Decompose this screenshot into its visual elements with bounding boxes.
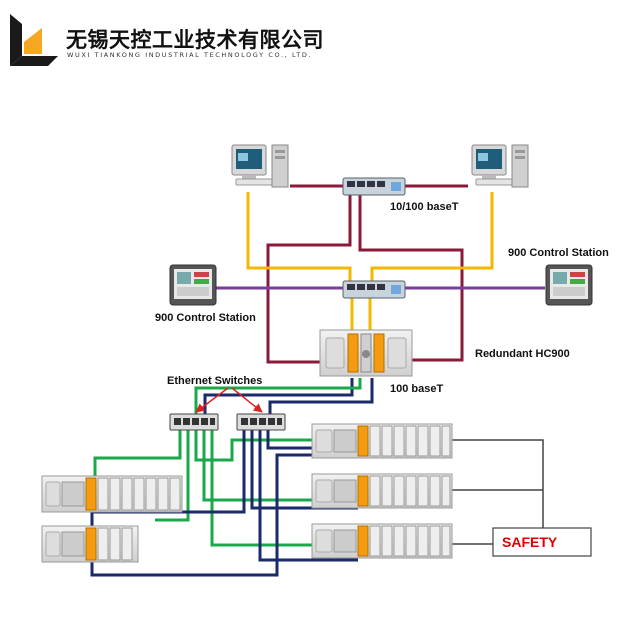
label-safety: SAFETY (502, 534, 558, 550)
label-ethernet-switches: Ethernet Switches (167, 375, 262, 387)
label-10-100-baset: 10/100 baseT (390, 201, 459, 213)
label-redundant-hc900: Redundant HC900 (475, 348, 570, 360)
header: 无锡天控工业技术有限公司 WUXI TIANKONG INDUSTRIAL TE… (0, 0, 640, 80)
hc900-rack-icon (319, 329, 413, 377)
hmi-panel-icon (545, 264, 593, 306)
logo-mark (10, 14, 58, 66)
safety-box (492, 527, 592, 557)
company-name-en: WUXI TIANKONG INDUSTRIAL TECHNOLOGY CO.,… (67, 51, 313, 59)
ethernet-switch-icon (169, 413, 219, 431)
io-rack-icon (41, 525, 139, 563)
io-rack-icon (311, 523, 453, 559)
pc-workstation-icon (231, 144, 289, 188)
hmi-panel-icon (169, 264, 217, 306)
io-rack-icon (311, 473, 453, 509)
ethernet-switch-icon (342, 280, 406, 299)
label-control-station-left: 900 Control Station (155, 312, 256, 324)
io-rack-icon (311, 423, 453, 459)
io-rack-icon (41, 475, 183, 513)
label-100-baset: 100 baseT (390, 383, 443, 395)
switch-arrows (195, 387, 263, 413)
label-control-station-right: 900 Control Station (508, 247, 609, 259)
company-name-cn: 无锡天控工业技术有限公司 (66, 28, 324, 52)
cables (90, 184, 545, 577)
ethernet-switch-icon (236, 413, 286, 431)
ethernet-switch-icon (342, 177, 406, 196)
pc-workstation-icon (471, 144, 529, 188)
